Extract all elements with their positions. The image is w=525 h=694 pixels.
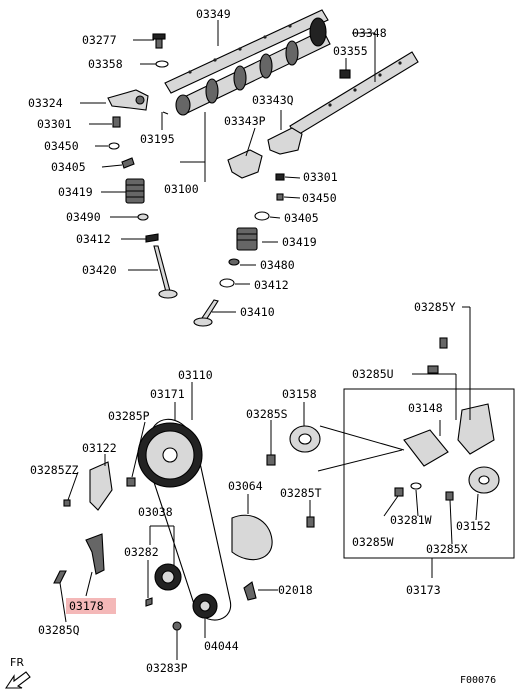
label-04044: 04044 (204, 639, 239, 653)
leader-lines (59, 20, 479, 660)
label-03148: 03148 (408, 401, 443, 415)
tensioner-bracket (394, 337, 500, 501)
bolts-timing (53, 454, 315, 631)
label-03285zz: 03285ZZ (30, 463, 79, 477)
label-03301-upper: 03301 (37, 117, 72, 131)
adjuster-screw (112, 116, 121, 128)
label-03152: 03152 (456, 519, 491, 533)
label-03343q: 03343Q (252, 93, 294, 107)
rocker-shaft-left (164, 9, 329, 94)
valve-parts-right (193, 173, 285, 327)
rocker-shaft-right (289, 51, 419, 137)
cam-bolt (152, 33, 166, 49)
label-03419-upper: 03419 (58, 185, 93, 199)
label-03178: 03178 (69, 599, 104, 613)
label-03285u: 03285U (352, 367, 394, 381)
camshaft (162, 17, 331, 116)
label-03285y: 03285Y (414, 300, 456, 314)
label-03285x: 03285X (426, 542, 468, 556)
label-03419-lower: 03419 (282, 235, 317, 249)
label-03064: 03064 (228, 479, 263, 493)
front-direction-marker: FR (4, 656, 31, 689)
label-03410: 03410 (240, 305, 275, 319)
label-03405-lower: 03405 (284, 211, 319, 225)
label-03490: 03490 (66, 210, 101, 224)
label-03122: 03122 (82, 441, 117, 455)
rocker-small-part (339, 69, 351, 79)
camshaft-sprocket (137, 422, 203, 488)
label-03349: 03349 (196, 7, 231, 21)
label-03038: 03038 (138, 505, 173, 519)
subassembly-box (343, 388, 515, 559)
label-03285p: 03285P (108, 409, 150, 423)
label-03450-lower: 03450 (302, 191, 337, 205)
highlight-03178 (66, 598, 116, 614)
cam-washer (155, 60, 169, 68)
figure-code: F00076 (460, 675, 496, 686)
label-03285t: 03285T (280, 486, 322, 500)
tensioner-assembly (85, 461, 113, 575)
label-03158: 03158 (282, 387, 317, 401)
label-03348: 03348 (352, 26, 387, 40)
label-03285q: 03285Q (38, 623, 80, 637)
label-03285w: 03285W (352, 535, 394, 549)
label-03412-upper: 03412 (76, 232, 111, 246)
label-03343p: 03343P (224, 114, 266, 128)
label-03301-lower: 03301 (303, 170, 338, 184)
label-03358: 03358 (88, 57, 123, 71)
label-03173: 03173 (406, 583, 441, 597)
label-03281w: 03281W (390, 513, 432, 527)
label-03480: 03480 (260, 258, 295, 272)
rocker-arm-left (107, 89, 149, 111)
label-03285s: 03285S (246, 407, 288, 421)
crank-sprocket-2 (192, 593, 218, 619)
label-03355: 03355 (333, 44, 368, 58)
label-03405-upper: 03405 (51, 160, 86, 174)
belt-cover-plate (231, 514, 273, 561)
label-03412-lower: 03412 (254, 278, 289, 292)
idler-pulley (289, 425, 321, 453)
label-03450-upper: 03450 (44, 139, 79, 153)
label-03100: 03100 (164, 182, 199, 196)
label-03277: 03277 (82, 33, 117, 47)
rocker-arm-p (227, 149, 263, 179)
rocker-arm-q (267, 127, 303, 155)
label-02018: 02018 (278, 583, 313, 597)
label-03420: 03420 (82, 263, 117, 277)
label-03324: 03324 (28, 96, 63, 110)
label-03171: 03171 (150, 387, 185, 401)
crank-sprocket (154, 563, 182, 591)
label-03282: 03282 (124, 545, 159, 559)
label-03283p: 03283P (146, 661, 188, 675)
front-direction-label: FR (10, 656, 24, 669)
label-03110: 03110 (178, 368, 213, 382)
valve-parts-left (108, 142, 178, 299)
part-labels: 03349 03348 03277 03358 03355 03324 0334… (28, 7, 491, 675)
arrow-down-left-icon (4, 671, 31, 689)
label-03195: 03195 (140, 132, 175, 146)
